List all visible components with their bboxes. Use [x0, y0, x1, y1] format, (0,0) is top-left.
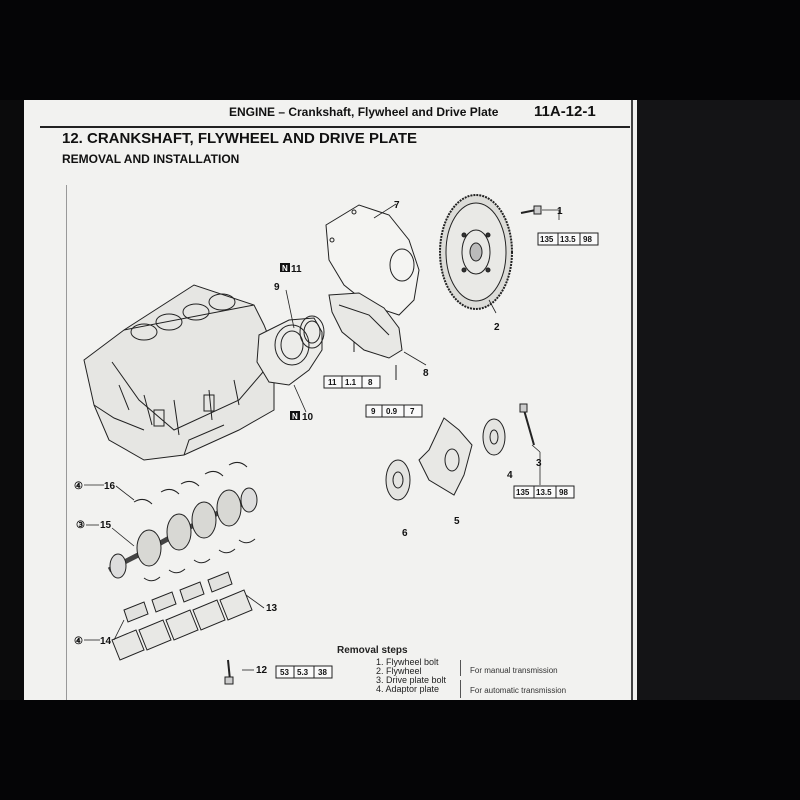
upper-main-bearings: [133, 461, 248, 505]
callout-7: 7: [394, 200, 400, 211]
bearing-cap-bolt: [224, 659, 234, 685]
section-header: ENGINE – Crankshaft, Flywheel and Drive …: [229, 105, 499, 119]
callout-16: 16: [104, 481, 116, 492]
svg-text:135: 135: [516, 488, 530, 497]
circle-4-a: ④: [74, 481, 83, 492]
svg-text:0.9: 0.9: [386, 407, 398, 416]
manual-page: ENGINE – Crankshaft, Flywheel and Drive …: [24, 100, 637, 700]
callout-13: 13: [266, 603, 278, 614]
svg-text:98: 98: [583, 235, 592, 244]
removal-steps-list: 1. Flywheel bolt 2. Flywheel 3. Drive pl…: [376, 658, 446, 694]
page-number: 11A-12-1: [534, 103, 596, 120]
torque-spec-12: 53 5.3 38: [275, 665, 333, 679]
flywheel: [439, 194, 513, 310]
callout-15: 15: [100, 520, 112, 531]
rear-oil-seal-case: [256, 315, 325, 386]
removal-step: 3. Drive plate bolt: [376, 675, 447, 685]
callout-14: 14: [100, 636, 112, 647]
callout-3: 3: [536, 458, 542, 469]
svg-text:5.3: 5.3: [297, 668, 309, 677]
svg-text:9: 9: [371, 407, 376, 416]
page-title: 12. CRANKSHAFT, FLYWHEEL AND DRIVE PLATE: [62, 130, 418, 147]
bell-housing-cover: [328, 292, 403, 380]
note-automatic-transmission: For automatic transmission: [470, 686, 567, 695]
callout-5: 5: [454, 516, 460, 527]
removal-steps-title: Removal steps: [337, 645, 408, 656]
page-right-rule: [631, 100, 633, 700]
drive-plate-parts: [385, 403, 535, 501]
n-mark-box: [290, 411, 300, 420]
left-margin-rule: [66, 185, 67, 700]
torque-spec-8a: 11 1.1 8: [323, 375, 381, 389]
note-manual-transmission: For manual transmission: [470, 666, 558, 675]
screen-bottom-edge: [0, 700, 800, 800]
bearing-caps: [111, 571, 253, 661]
svg-text:98: 98: [559, 488, 568, 497]
circle-3: ③: [76, 520, 85, 531]
flywheel-bolt: [520, 205, 542, 215]
svg-text:1.1: 1.1: [345, 378, 357, 387]
torque-spec-1: 135 13.5 98: [537, 232, 599, 246]
n-mark-box: [280, 263, 290, 272]
torque-spec-3: 135 13.5 98: [513, 485, 575, 499]
lower-main-bearings: [143, 538, 256, 582]
screen-top-edge: [0, 0, 800, 100]
header-rule: [40, 126, 630, 128]
callout-4: 4: [507, 470, 513, 481]
svg-text:13.5: 13.5: [560, 235, 576, 244]
callout-9: 9: [274, 282, 280, 293]
torque-spec-8b: 9 0.9 7: [365, 404, 423, 418]
engine-block: [83, 284, 275, 461]
svg-text:53: 53: [280, 668, 289, 677]
callouts: 1 2 3 4 5 6 7 8 9 N 10 N 11 12 13 ④ 14 ③…: [74, 200, 563, 676]
callout-12: 12: [256, 665, 268, 676]
svg-text:135: 135: [540, 235, 554, 244]
removal-step: 1. Flywheel bolt: [376, 657, 439, 667]
exploded-view-diagram: 1 2 3 4 5 6 7 8 9 N 10 N 11 12 13 ④ 14 ③…: [74, 194, 599, 685]
callout-1: 1: [557, 206, 563, 217]
monitor-bezel: [637, 100, 800, 700]
page-subtitle: REMOVAL AND INSTALLATION: [62, 152, 240, 166]
svg-text:13.5: 13.5: [536, 488, 552, 497]
n-mark-10: N: [292, 412, 298, 421]
crankshaft: [107, 487, 258, 579]
removal-step: 4. Adaptor plate: [376, 684, 440, 694]
callout-11: 11: [291, 264, 302, 275]
callout-2: 2: [494, 322, 500, 333]
callout-10: 10: [302, 412, 314, 423]
svg-text:7: 7: [410, 407, 415, 416]
callout-8: 8: [423, 368, 429, 379]
removal-step: 2. Flywheel: [376, 666, 422, 676]
n-mark-11: N: [282, 264, 288, 273]
adapter-plate: [325, 204, 420, 316]
leader-lines: [84, 203, 560, 671]
svg-text:8: 8: [368, 378, 373, 387]
brace-manual: [460, 660, 461, 676]
circle-4-b: ④: [74, 636, 83, 647]
brace-automatic: [460, 680, 461, 698]
svg-text:11: 11: [328, 378, 337, 387]
svg-text:38: 38: [318, 668, 327, 677]
callout-6: 6: [402, 528, 408, 539]
